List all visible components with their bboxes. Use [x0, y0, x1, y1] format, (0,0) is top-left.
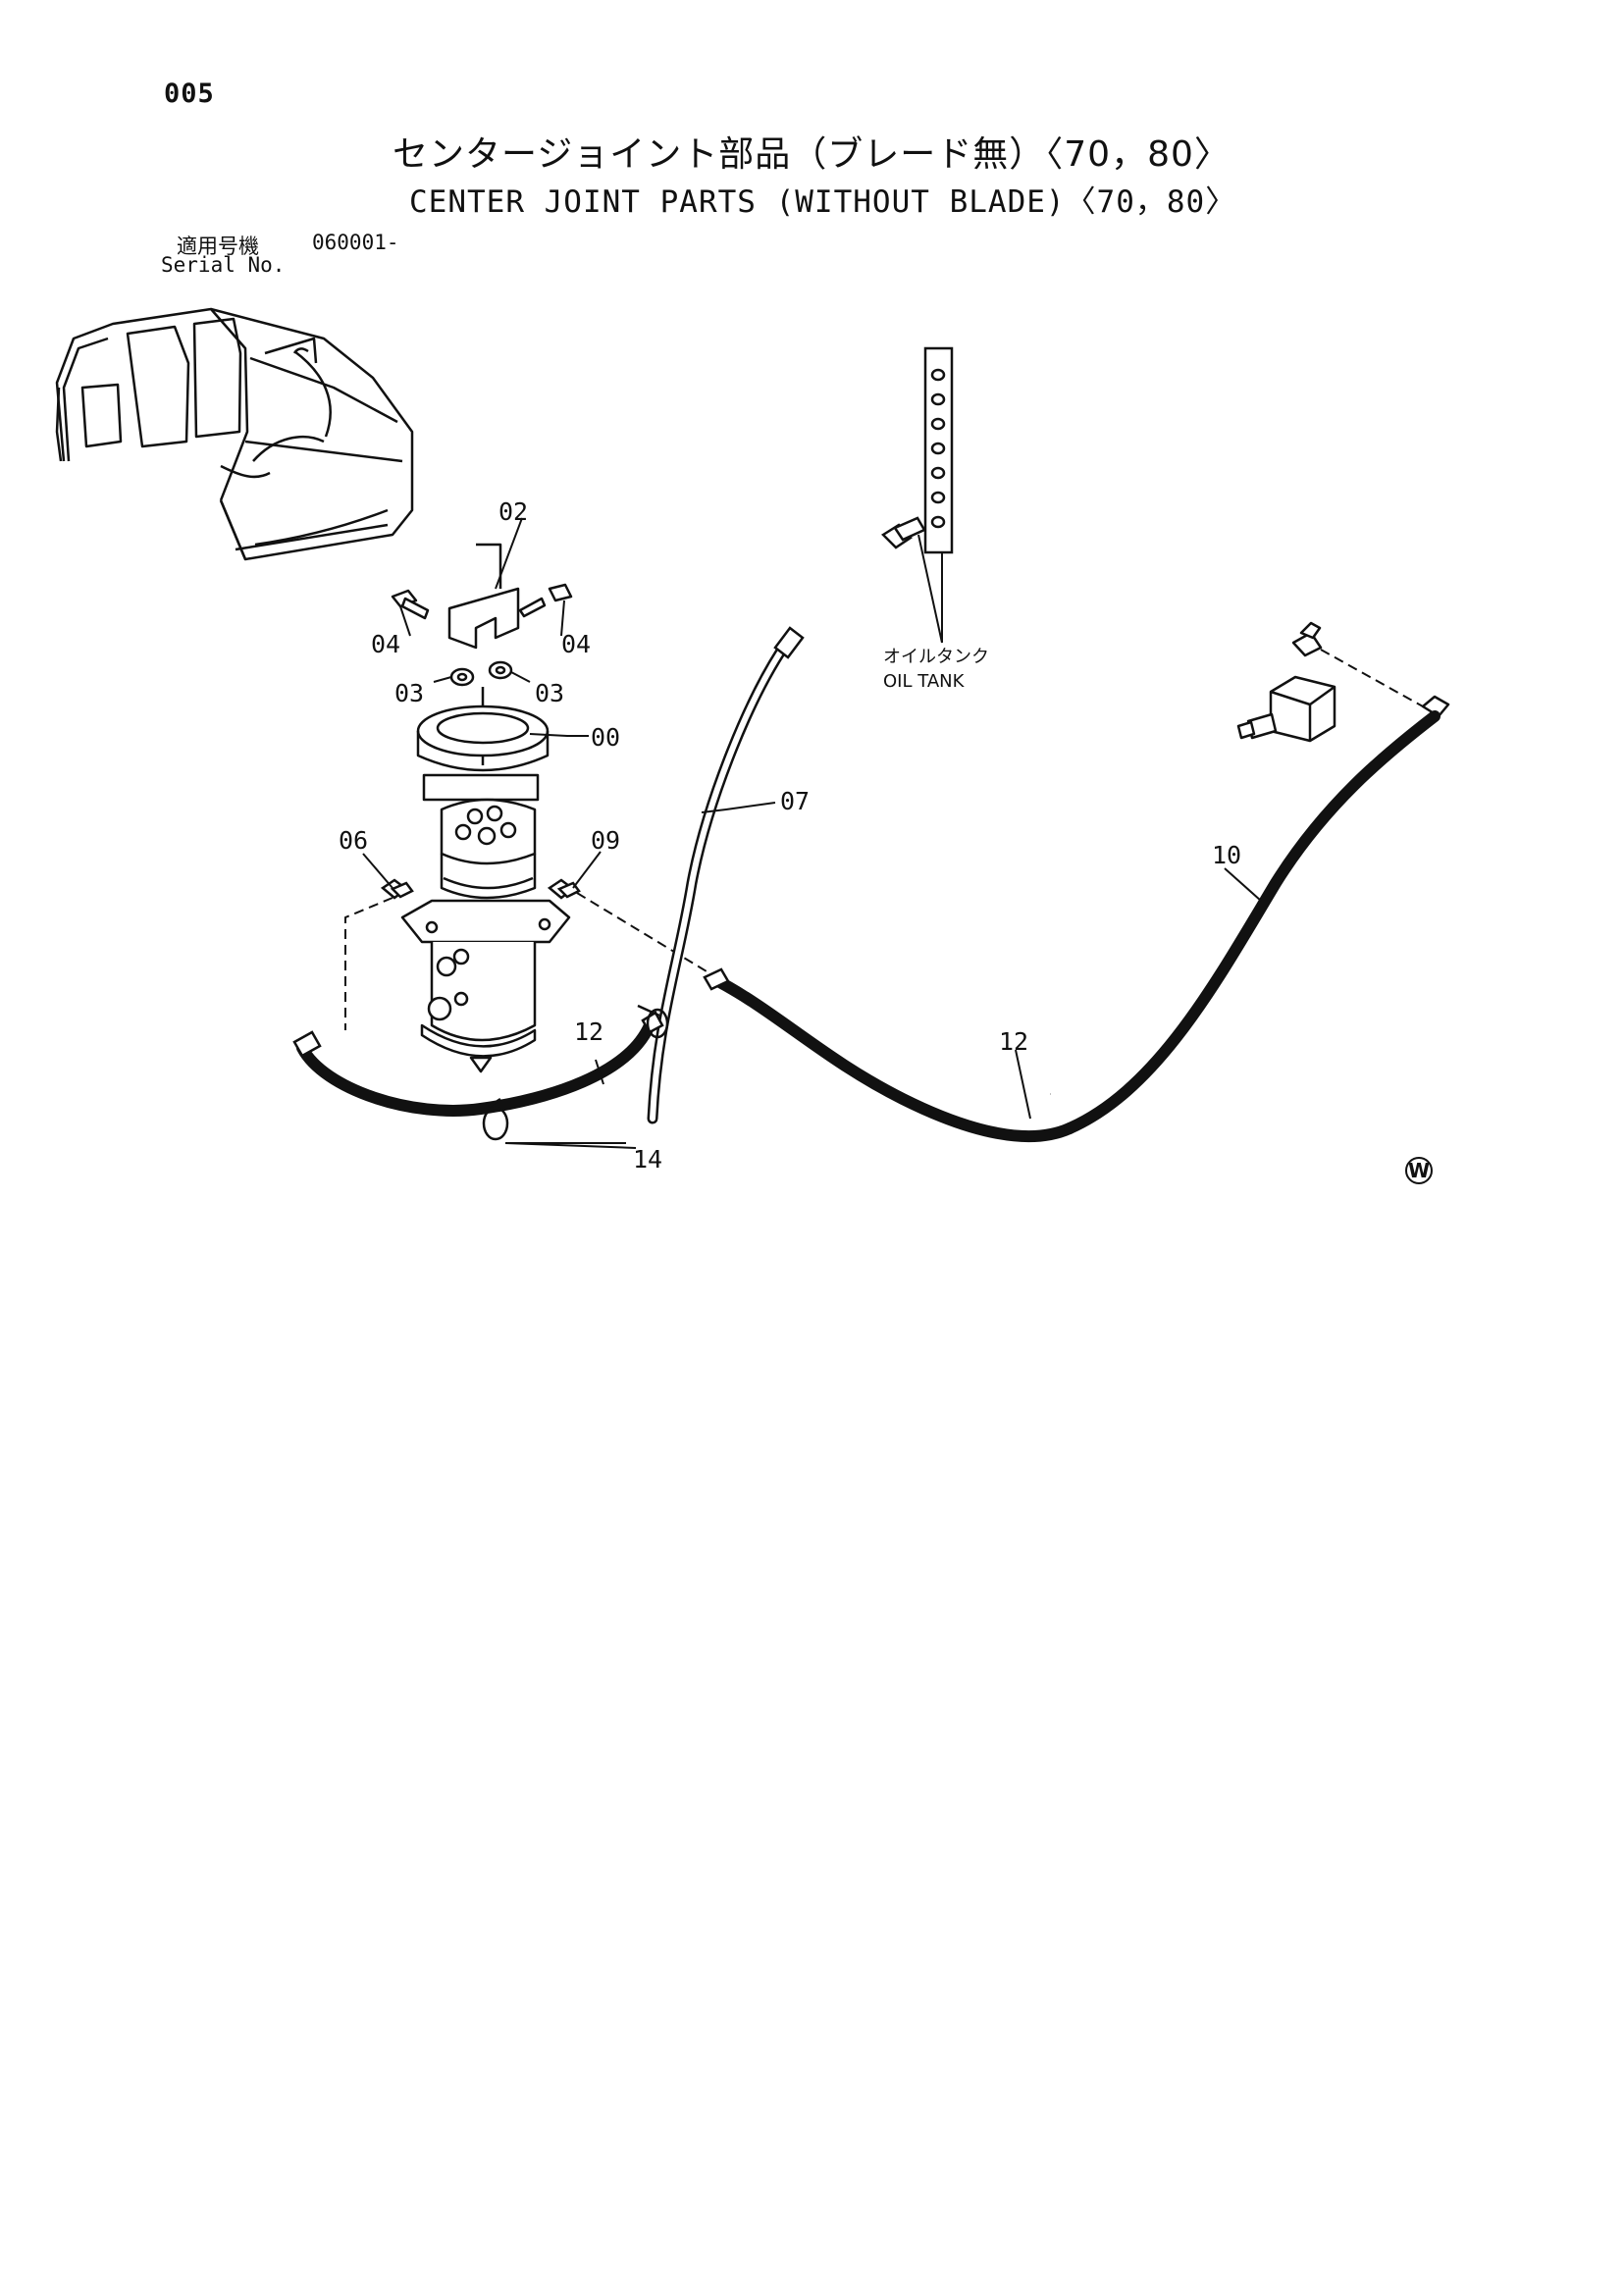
valve-block — [1236, 621, 1450, 743]
hoses — [296, 647, 1441, 1143]
hose-end-fittings — [292, 626, 805, 1058]
oil-tank-bracket — [923, 346, 954, 554]
excavator-thumbnail — [55, 307, 414, 561]
part-label-03-right: 03 — [535, 679, 564, 707]
part-label-09: 09 — [591, 826, 620, 855]
part-label-10: 10 — [1212, 841, 1241, 869]
part-label-14: 14 — [633, 1145, 662, 1174]
serial-number-value: 060001- — [312, 231, 399, 254]
center-joint-assembly — [391, 543, 573, 1073]
part-label-00: 00 — [591, 723, 620, 752]
oil-tank-label-jp: オイルタンク — [883, 647, 989, 667]
part-label-03-left: 03 — [394, 679, 424, 707]
oil-tank-label-en: OIL TANK — [883, 671, 966, 692]
part-label-04-left: 04 — [371, 630, 400, 658]
part-label-12-left: 12 — [574, 1018, 603, 1046]
hose-clamps — [482, 1004, 669, 1141]
oil-tank-fitting — [881, 516, 926, 549]
part-label-07: 07 — [780, 787, 810, 815]
part-label-12-right: 12 — [999, 1027, 1028, 1056]
part-label-02: 02 — [498, 497, 528, 526]
connection-lines — [344, 649, 1424, 1030]
part-label-06: 06 — [339, 826, 368, 855]
part-label-04-right: 04 — [561, 630, 591, 658]
serial-label-japanese: 適用号機 — [177, 235, 259, 258]
serial-label-english: Serial No. — [161, 253, 286, 277]
w-mark: W — [1405, 1157, 1433, 1184]
part-labels: 02 04 04 03 03 00 06 09 07 10 12 12 14 — [339, 497, 1241, 1174]
page-number: 005 — [164, 78, 215, 109]
title-japanese: センタージョイント部品（ブレード無）〈70，80〉 — [393, 134, 1231, 175]
title-english: CENTER JOINT PARTS (WITHOUT BLADE)〈70，80… — [409, 184, 1237, 220]
leader-lines — [362, 517, 1262, 1149]
w-mark-letter: W — [1408, 1159, 1430, 1182]
fitting-09 — [547, 878, 581, 900]
